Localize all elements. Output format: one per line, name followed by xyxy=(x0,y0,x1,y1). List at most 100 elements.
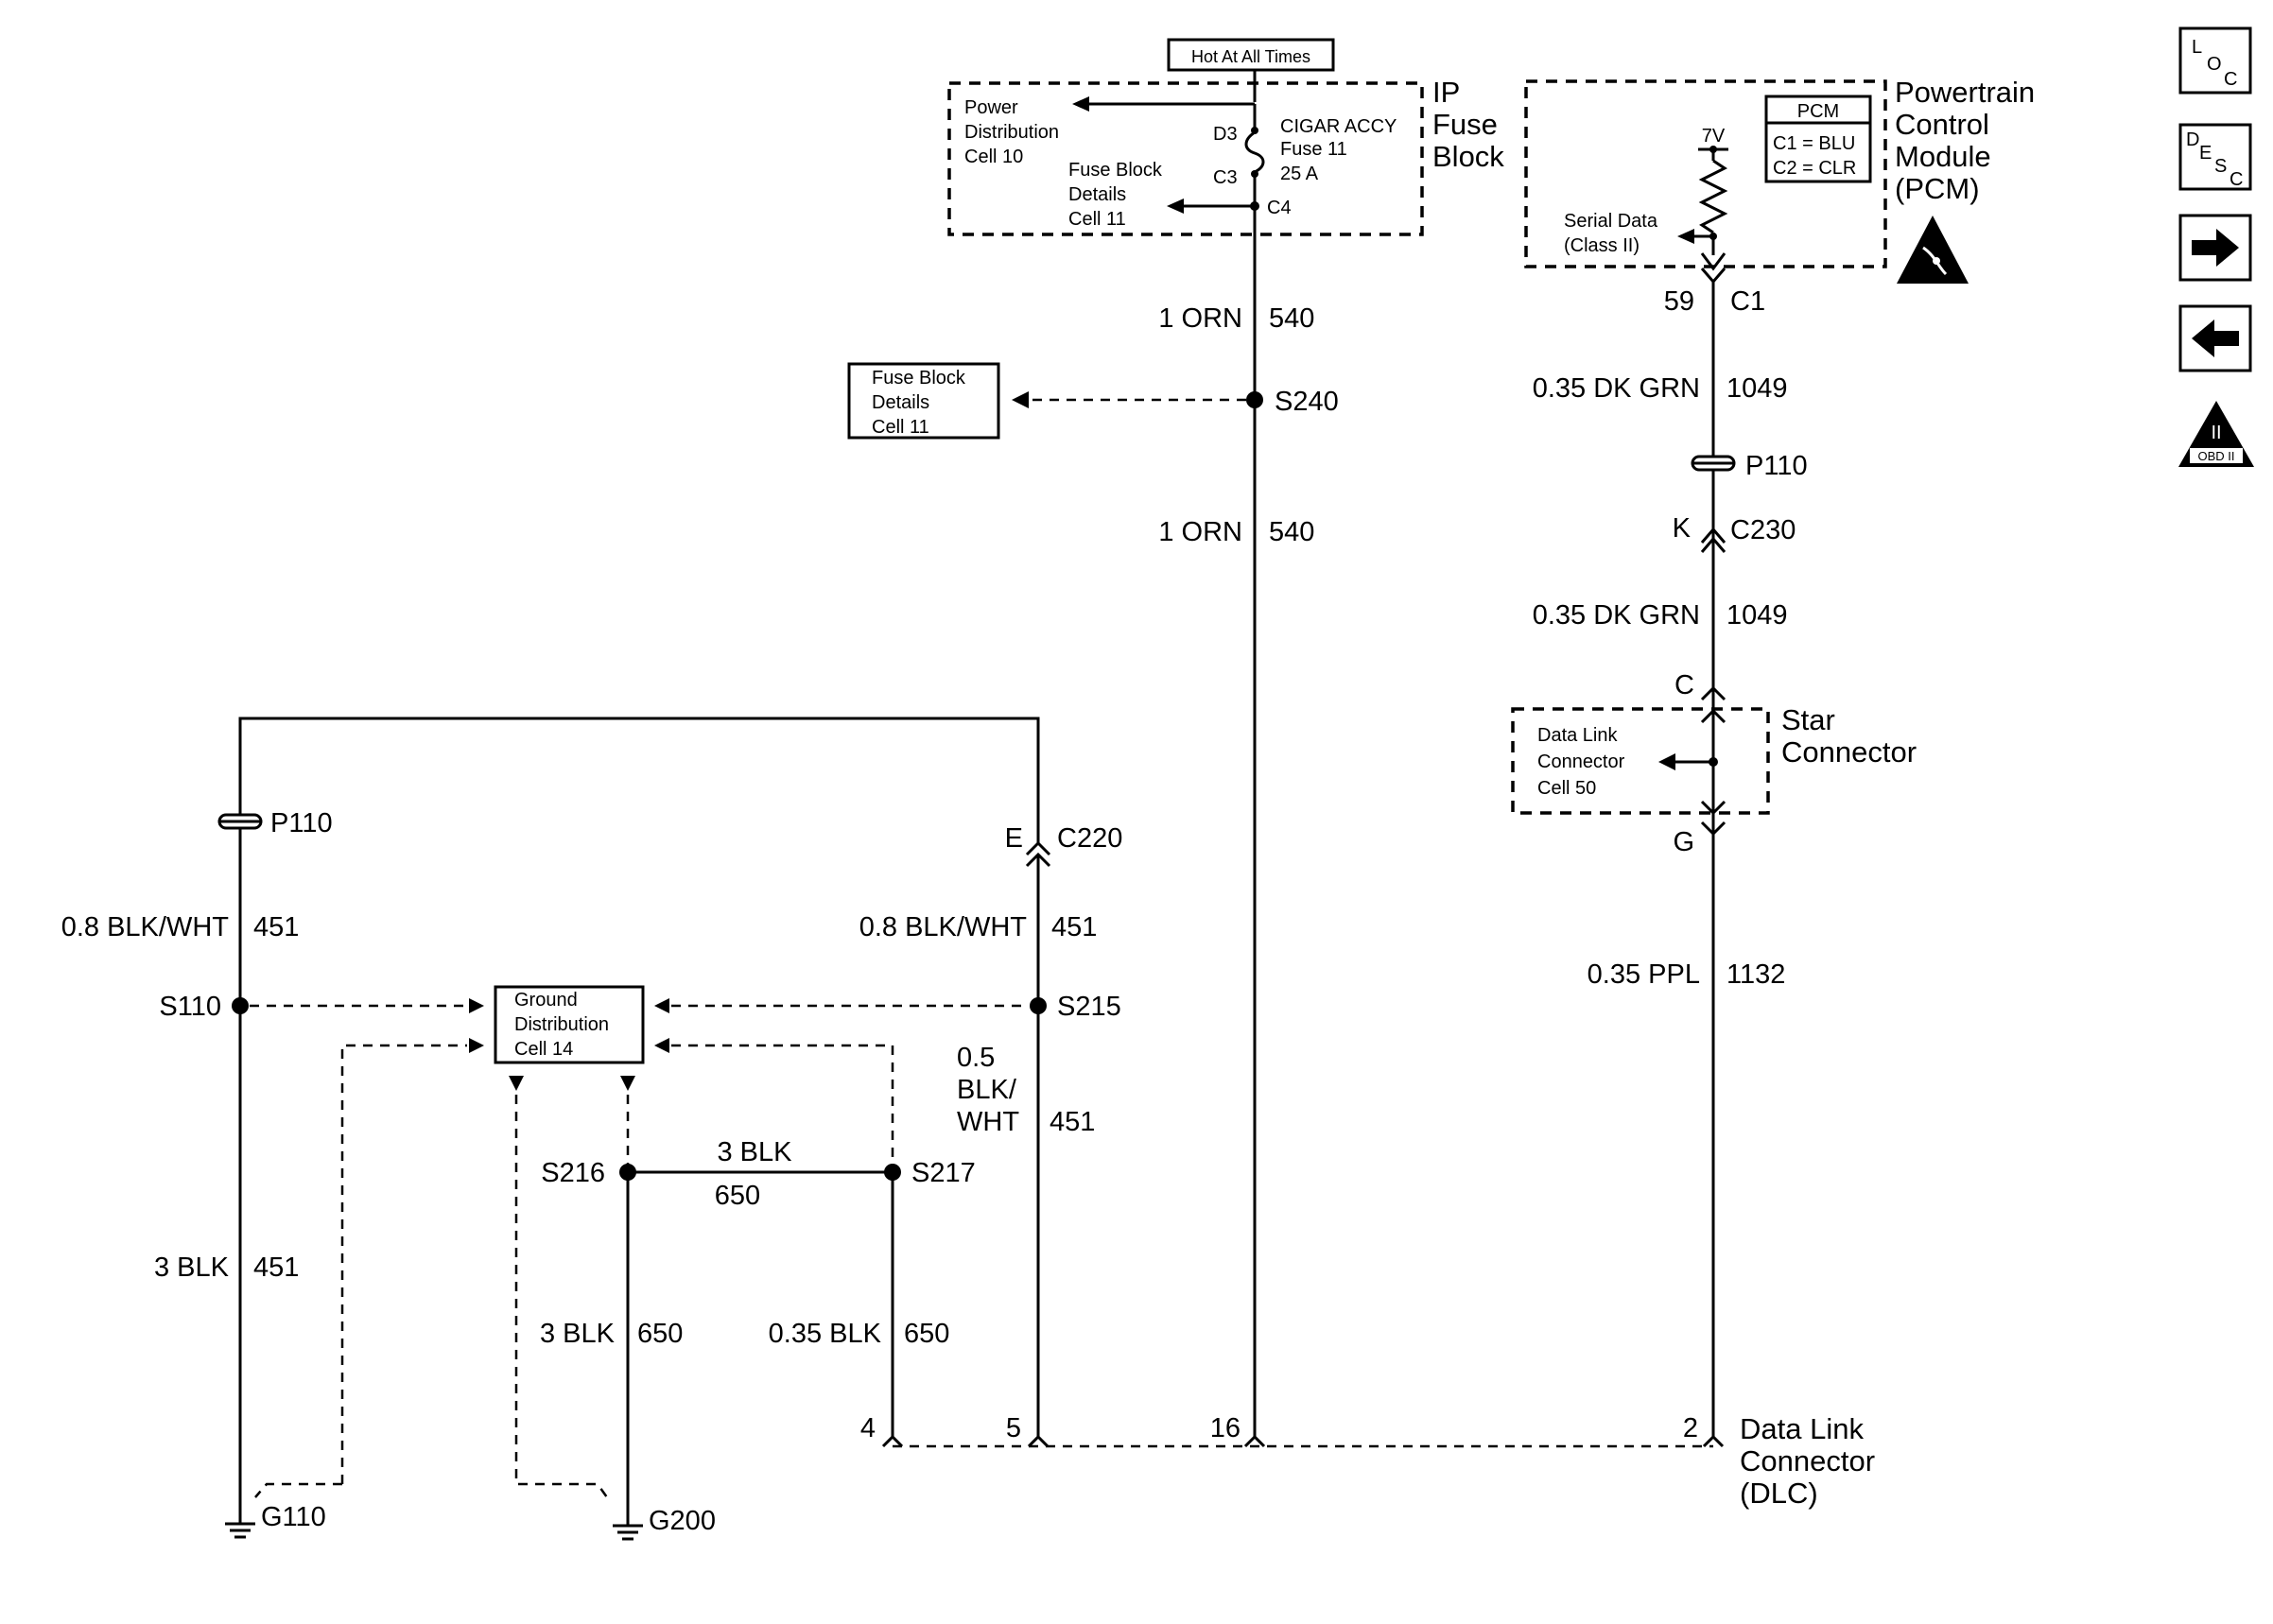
ground-dist-ref-1: Ground xyxy=(514,990,578,1011)
arrow-right-icon xyxy=(2192,229,2239,267)
ground-g200-icon xyxy=(613,1511,643,1541)
star-pin-g: G xyxy=(1673,827,1694,857)
star-connector-title-2: Connector xyxy=(1781,735,1917,769)
serial-data-label-2: (Class II) xyxy=(1564,235,1640,256)
wire-blk-left-size: 3 BLK xyxy=(154,1253,230,1283)
fuse-block-details-label-3: Cell 11 xyxy=(1068,209,1126,230)
loc-letter-o: O xyxy=(2207,54,2222,75)
wire-blk-g200-size: 3 BLK xyxy=(540,1319,616,1349)
next-button[interactable] xyxy=(2178,214,2252,282)
c230-label: C230 xyxy=(1730,515,1796,545)
esd-warning-icon xyxy=(1897,216,1969,284)
ground-dist-ref-2: Distribution xyxy=(514,1014,609,1035)
ip-fuse-block-title-2: Fuse xyxy=(1432,108,1498,141)
wire-dkgrn-bottom-size: 0.35 DK GRN xyxy=(1533,600,1700,631)
pcm-pin-59: 59 xyxy=(1664,286,1694,317)
wire-orn-bottom-circuit: 540 xyxy=(1269,517,1314,547)
ground-g110-icon xyxy=(225,1511,255,1539)
serial-data-label-1: Serial Data xyxy=(1564,211,1658,232)
fuse-block-ref-3: Cell 11 xyxy=(872,417,929,438)
pass-through-p110-left xyxy=(217,813,263,830)
pcm-legend-box xyxy=(1764,95,1872,183)
loc-letter-c: C xyxy=(2224,69,2237,90)
splice-s240 xyxy=(1246,391,1263,408)
back-button[interactable] xyxy=(2178,304,2252,372)
wire-blk-horiz-size: 3 BLK xyxy=(718,1137,793,1167)
splice-s110 xyxy=(232,997,249,1014)
obd-ii-text: OBD II xyxy=(2197,449,2234,463)
dlc-pin-4: 4 xyxy=(860,1413,876,1443)
desc-letter-c: C xyxy=(2230,169,2243,190)
fuse-number: Fuse 11 xyxy=(1280,139,1347,160)
ip-fuse-block-title-3: Block xyxy=(1432,140,1504,173)
dlc-title-3: (DLC) xyxy=(1740,1477,1818,1510)
splice-s216-label: S216 xyxy=(541,1158,605,1188)
dlc-title-1: Data Link xyxy=(1740,1412,1864,1445)
fuse-block-ref-2: Details xyxy=(872,392,929,413)
pcm-title-1: Powertrain xyxy=(1895,76,2035,109)
c220-label: C220 xyxy=(1057,823,1122,854)
power-distribution-label-3: Cell 10 xyxy=(964,147,1023,167)
pin-c3: C3 xyxy=(1213,167,1238,188)
desc-letter-d: D xyxy=(2186,130,2199,150)
dlc-pin-5: 5 xyxy=(1006,1413,1021,1443)
fuse-block-ref-box xyxy=(847,362,1000,440)
hot-at-all-times-box xyxy=(1167,38,1335,72)
wire-blkwht-right-size: 0.8 BLK/WHT xyxy=(859,912,1028,942)
pcm-connector-c1: C1 xyxy=(1730,286,1765,317)
ground-dist-ref-box xyxy=(494,985,645,1064)
fuse-rating: 25 A xyxy=(1280,164,1319,184)
ground-dist-ref-3: Cell 14 xyxy=(514,1039,573,1060)
wire-dkgrn-bottom-circuit: 1049 xyxy=(1726,600,1788,631)
wire-blkwht-left-size: 0.8 BLK/WHT xyxy=(61,912,230,942)
pin-d3: D3 xyxy=(1213,124,1238,145)
fuse-block-ref-1: Fuse Block xyxy=(872,368,966,389)
wire-blk-horiz-circuit: 650 xyxy=(715,1181,760,1211)
loc-letter-l: L xyxy=(2192,37,2202,58)
ip-fuse-block-title-1: IP xyxy=(1432,76,1460,109)
star-connector-outline xyxy=(1511,707,1770,815)
star-ref-1: Data Link xyxy=(1537,725,1618,746)
splice-s110-label: S110 xyxy=(159,992,221,1022)
wire-blk-s217-circuit: 650 xyxy=(904,1319,949,1349)
wire-blk-g200-circuit: 650 xyxy=(637,1319,683,1349)
loc-button[interactable]: L O C xyxy=(2178,26,2252,95)
c220-pin-e: E xyxy=(1005,823,1023,854)
arrow-left-icon xyxy=(2192,320,2239,357)
obd-ii-button[interactable]: II OBD II xyxy=(2178,401,2254,467)
wire-orn-top-circuit: 540 xyxy=(1269,303,1314,334)
connector-c230 xyxy=(1700,527,1726,544)
wire-blk-left-circuit: 451 xyxy=(253,1253,299,1283)
fuse-name: CIGAR ACCY xyxy=(1280,116,1397,137)
wire-ppl-size: 0.35 PPL xyxy=(1588,959,1700,990)
dlc-title-2: Connector xyxy=(1740,1444,1875,1477)
p110-left-label: P110 xyxy=(270,808,333,838)
desc-button[interactable]: D E S C xyxy=(2178,123,2252,191)
wire-blkwht-451-loop xyxy=(238,717,1040,1511)
wire-blk-s217-size: 0.35 BLK xyxy=(769,1319,882,1349)
ground-g110-label: G110 xyxy=(261,1502,326,1532)
fuse-block-details-label-1: Fuse Block xyxy=(1068,160,1163,181)
pcm-legend-title: PCM xyxy=(1797,101,1839,122)
pull-up-resistor xyxy=(1698,159,1728,234)
dlc-pin-2: 2 xyxy=(1683,1413,1698,1443)
pin-c4: C4 xyxy=(1267,198,1292,218)
pcm-title-3: Module xyxy=(1895,140,1991,173)
splice-s215-label: S215 xyxy=(1057,992,1121,1022)
splice-s215 xyxy=(1030,997,1047,1014)
connector-c220 xyxy=(1025,840,1051,856)
power-distribution-label-2: Distribution xyxy=(964,122,1059,143)
wire-blkwht-small-size-3: WHT xyxy=(957,1107,1019,1137)
wire-orn-top-size: 1 ORN xyxy=(1158,303,1242,334)
star-ref-2: Connector xyxy=(1537,752,1625,772)
obd-ii-mark: II xyxy=(2211,423,2221,443)
pcm-legend-c2: C2 = CLR xyxy=(1773,158,1856,179)
star-ref-3: Cell 50 xyxy=(1537,778,1596,799)
pass-through-p110-right xyxy=(1691,455,1736,472)
wire-ppl-circuit: 1132 xyxy=(1726,959,1785,990)
star-pin-c: C xyxy=(1674,670,1694,700)
wire-blkwht-small-size-2: BLK/ xyxy=(957,1075,1017,1105)
desc-letter-e: E xyxy=(2199,143,2212,164)
pcm-title-4: (PCM) xyxy=(1895,172,1980,205)
